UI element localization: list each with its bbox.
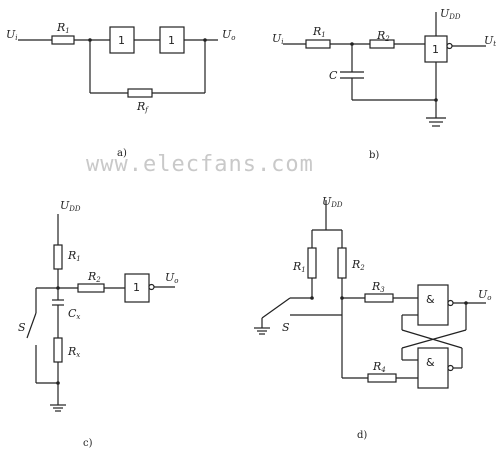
vdd-label-sub: DD	[68, 205, 81, 213]
rx-label: R	[67, 345, 76, 358]
svg-text:Cx: Cx	[68, 307, 80, 321]
not-gate-2	[159, 26, 185, 54]
r2-label: R	[87, 270, 96, 283]
r1-label: R	[67, 249, 76, 262]
resistor-r4	[367, 373, 397, 383]
svg-text:Rx: Rx	[67, 345, 80, 359]
output-label-sub: o	[231, 34, 235, 42]
vdd-label-sub: DD	[448, 13, 461, 21]
cx-label-sub: x	[76, 313, 80, 321]
gate2-label: 1	[168, 34, 175, 47]
rf-label-sub: f	[144, 106, 149, 114]
gate1-label: &	[426, 293, 435, 306]
panel-c: UDD R1 R2 Cx Rx S 1 Uo c)	[18, 199, 179, 449]
input-label: U	[6, 28, 16, 41]
r1-label: R	[292, 260, 301, 273]
svg-text:R1: R1	[292, 260, 306, 274]
svg-text:R2: R2	[87, 270, 101, 284]
output-label: U	[165, 271, 175, 284]
gate2-label: &	[426, 356, 435, 369]
svg-text:UDD: UDD	[440, 7, 461, 21]
caption-c: c)	[83, 438, 93, 449]
watermark-text: www.elecfans.com	[86, 152, 314, 177]
switch-label: S	[282, 321, 290, 334]
svg-text:Uo: Uo	[222, 28, 236, 42]
output-label: U	[484, 34, 494, 47]
panel-a: Ui R1 1 1 Uo Rf a)	[6, 21, 236, 159]
resistor-r1	[51, 35, 75, 45]
svg-text:Ui: Ui	[272, 32, 284, 46]
svg-text:R1: R1	[67, 249, 81, 263]
gate-label: 1	[133, 281, 140, 294]
svg-text:R4: R4	[372, 360, 386, 374]
cx-label: C	[68, 307, 77, 320]
resistor-r1	[53, 244, 63, 270]
r1-label-sub: 1	[76, 255, 80, 263]
caption-d: d)	[357, 430, 367, 441]
r4-label-sub: 4	[380, 366, 385, 374]
svg-text:UDD: UDD	[60, 199, 81, 213]
resistor-r1	[307, 247, 317, 279]
svg-text:R2: R2	[376, 29, 390, 43]
svg-text:Ui: Ui	[6, 28, 18, 42]
switch-label: S	[18, 321, 26, 334]
input-label-sub: i	[281, 38, 283, 46]
svg-text:R1: R1	[56, 21, 70, 35]
r3-label-sub: 3	[380, 286, 385, 294]
r1-label-sub: 1	[321, 31, 325, 39]
svg-text:R1: R1	[312, 25, 326, 39]
capacitor-label: C	[329, 69, 338, 82]
rf-label: R	[136, 100, 145, 113]
output-label-sub: t	[493, 40, 496, 48]
r2-label: R	[351, 258, 360, 271]
gate-label: 1	[432, 43, 439, 56]
input-label: U	[272, 32, 282, 45]
r3-label: R	[371, 280, 380, 293]
svg-text:R2: R2	[351, 258, 365, 272]
vdd-label: U	[60, 199, 70, 212]
r1-label: R	[312, 25, 321, 38]
r1-label-sub: 1	[301, 266, 305, 274]
resistor-r2	[337, 247, 347, 279]
output-label-sub: o	[487, 294, 491, 302]
panel-d: UDD R1 R2 R3 R4 S & & Uo d)	[254, 195, 492, 441]
resistor-r1	[305, 39, 331, 49]
svg-text:Uo: Uo	[165, 271, 179, 285]
svg-text:Rf: Rf	[136, 100, 149, 114]
output-label: U	[478, 288, 488, 301]
r2-label-sub: 2	[384, 35, 390, 43]
svg-text:UDD: UDD	[322, 195, 343, 209]
caption-a: a)	[117, 148, 127, 159]
r2-label: R	[376, 29, 385, 42]
not-gate	[124, 273, 150, 303]
rx-label-sub: x	[76, 351, 80, 359]
svg-text:R3: R3	[371, 280, 385, 294]
r1-label-sub: 1	[65, 27, 69, 35]
panel-b: Ui R1 R2 C UDD 1 Ut b)	[272, 7, 496, 161]
resistor-r2	[77, 283, 105, 293]
svg-text:Uo: Uo	[478, 288, 492, 302]
r2-label-sub: 2	[359, 264, 365, 272]
svg-text:Ut: Ut	[484, 34, 496, 48]
output-label: U	[222, 28, 232, 41]
r1-label: R	[56, 21, 65, 34]
vdd-label-sub: DD	[330, 201, 343, 209]
caption-b: b)	[369, 150, 379, 161]
vdd-label: U	[440, 7, 450, 20]
resistor-rf	[127, 88, 153, 98]
vdd-label: U	[322, 195, 332, 208]
r4-label: R	[372, 360, 381, 373]
input-label-sub: i	[15, 34, 17, 42]
nand-gate-2	[417, 347, 449, 389]
resistor-r3	[364, 293, 394, 303]
gate1-label: 1	[118, 34, 125, 47]
output-label-sub: o	[174, 277, 178, 285]
resistor-rx	[53, 337, 63, 363]
r2-label-sub: 2	[95, 276, 101, 284]
nand-gate-1	[417, 284, 449, 326]
